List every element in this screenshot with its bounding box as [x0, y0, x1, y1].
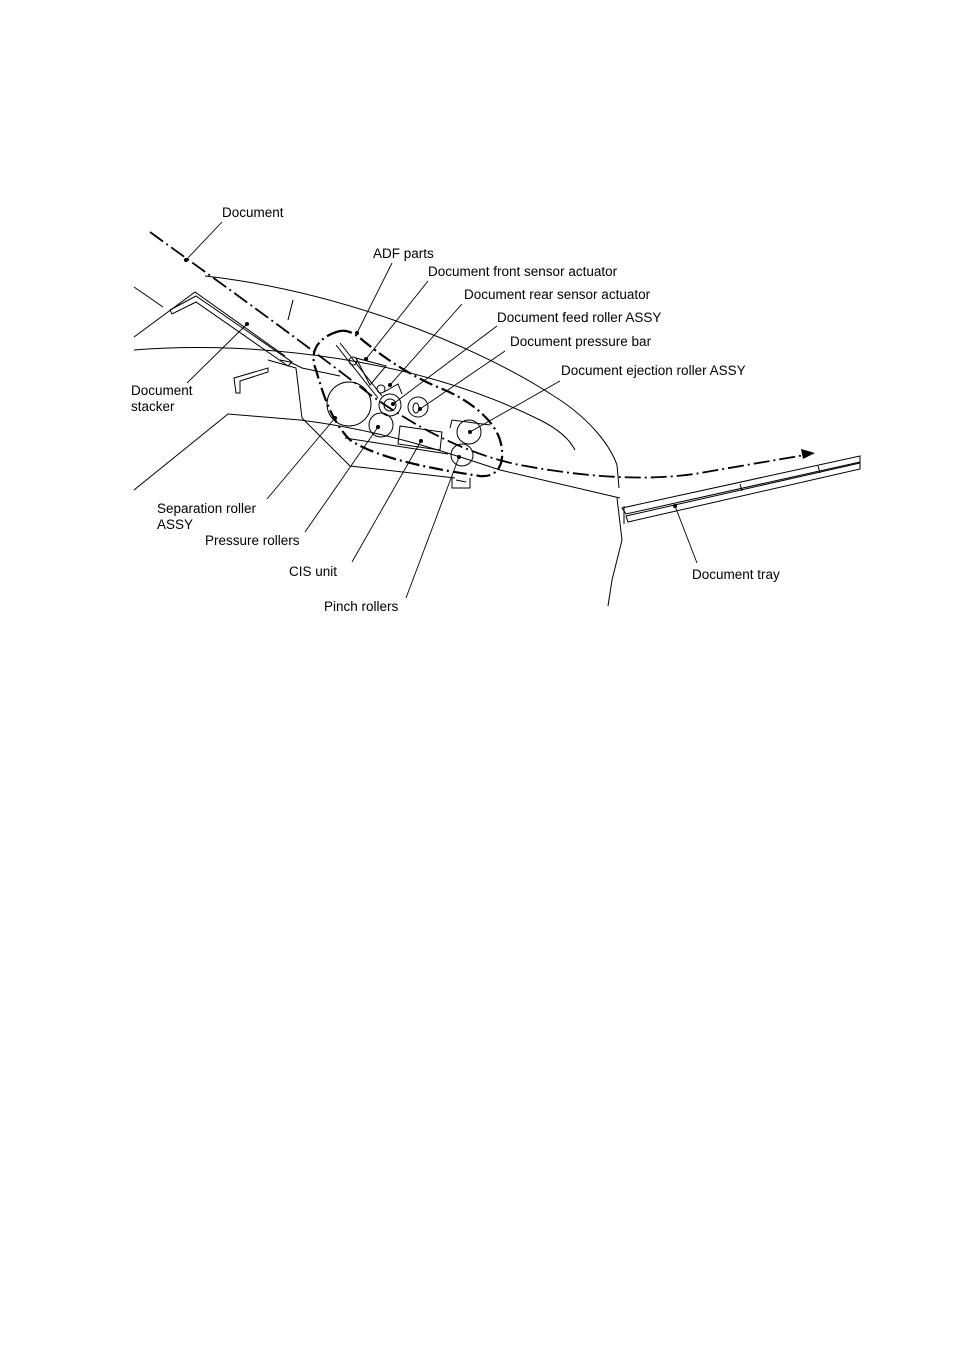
leader-dots — [184, 258, 677, 508]
separation-roller — [326, 381, 372, 427]
label-document-stacker-2: stacker — [131, 399, 175, 414]
rollers — [326, 342, 482, 467]
label-rear-sensor-actuator: Document rear sensor actuator — [464, 287, 651, 302]
machine-body — [133, 275, 623, 607]
pressure-bar-roller — [407, 396, 429, 418]
label-separation-roller-1: Separation roller — [157, 501, 257, 516]
adf-parts-outline — [312, 329, 504, 478]
label-adf-parts: ADF parts — [373, 246, 434, 261]
label-document-stacker-1: Document — [131, 383, 193, 398]
document-tray-shape — [621, 455, 861, 524]
ejection-roller — [456, 419, 482, 445]
label-pressure-bar: Document pressure bar — [510, 334, 652, 349]
label-separation-roller-2: ASSY — [157, 517, 193, 532]
path-arrowhead — [801, 449, 815, 459]
label-front-sensor-actuator: Document front sensor actuator — [428, 264, 618, 279]
label-feed-roller-assy: Document feed roller ASSY — [497, 310, 661, 325]
label-cis-unit: CIS unit — [289, 564, 337, 579]
label-document-tray: Document tray — [692, 567, 780, 582]
label-pressure-rollers: Pressure rollers — [205, 533, 300, 548]
document-path — [149, 231, 806, 479]
pinch-roller — [450, 443, 474, 467]
label-document: Document — [222, 205, 284, 220]
leader-lines — [185, 221, 698, 599]
label-ejection-roller-assy: Document ejection roller ASSY — [561, 363, 746, 378]
label-pinch-rollers: Pinch rollers — [324, 599, 399, 614]
feed-roller — [378, 393, 402, 417]
pressure-roller — [368, 412, 394, 438]
